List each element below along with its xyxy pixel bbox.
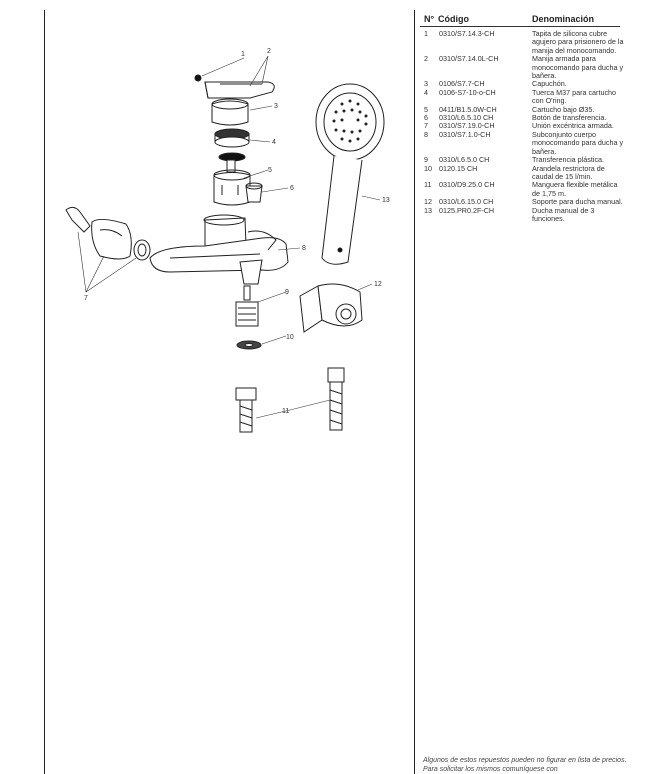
header-number: N° [424,14,435,24]
row-number: 11 [424,180,432,190]
leader-lines [77,55,381,419]
callout-10: 10 [286,334,294,341]
shower-spray-holes [332,99,368,143]
row-name: Tapita de silicona cubre agujero para pr… [532,29,624,55]
transfer-button-part [245,182,263,203]
callout-3: 3 [274,103,278,110]
row-number: 13 [424,205,432,215]
row-name: Manija armada para monocomando para duch… [532,54,624,81]
callout-7: 7 [84,295,88,302]
row-name: Soporte para ducha manual. [532,197,623,207]
row-name: Capuchón. [532,79,567,89]
handle-part [204,81,275,99]
row-number: 8 [424,129,428,139]
row-number: 12 [424,197,432,207]
row-code: 0310/L6.15.0 CH [439,197,494,207]
table-row: 10 0120.15 CH Arandela restrictora de caud… [420,163,625,182]
capuchon-part [211,98,249,126]
callout-9: 9 [285,289,289,296]
row-number: 2 [424,54,428,64]
parts-table: N° Código Denominación 1 0310/S7.14.3-CH T… [420,10,625,774]
row-code: 0125.PR0.2F-CH [439,205,495,215]
plastic-transfer-part [235,285,259,327]
row-name: Transferencia plástica. [532,155,605,165]
row-code: 0310/L6.5.10 CH [439,113,494,123]
row-code: 0310/D9.25.0 CH [439,180,495,190]
row-number: 9 [424,155,428,165]
shower-holder-part [299,283,363,333]
row-code: 0310/L6.5.0 CH [439,155,490,165]
callout-4: 4 [272,139,276,146]
row-number: 1 [424,29,428,38]
exploded-diagram-panel [44,10,415,774]
valve-body-part [149,214,289,285]
parts-list: 1 0310/S7.14.3-CH Tapita de silicona cubre… [420,29,625,224]
table-row: 13 0125.PR0.2F-CH Ducha manual de 3 funcio… [420,205,625,224]
cartridge-part [213,159,251,206]
table-row: 9 0310/L6.5.0 CH Transferencia plástica. [420,155,625,165]
row-code: 0310/S7.19.0-CH [439,121,495,131]
row-code: 0106-S7-10-o-CH [439,87,496,97]
row-number: 7 [424,121,428,131]
exploded-diagram: 1 2 3 4 5 6 7 8 9 10 11 12 13 [65,48,390,433]
row-name: Unión excéntrica armada. [532,121,614,131]
row-name: Botón de transferencia. [532,113,607,123]
callout-5: 5 [268,167,272,174]
flow-washer-part [236,340,262,350]
table-row: 11 0310/D9.25.0 CH Manguera flexible metál… [420,180,625,198]
row-number: 3 [424,79,428,89]
table-row: 5 0411/B1.5.0W-CH Cartucho bajo Ø35. [420,104,625,114]
silicone-cap-part [194,74,202,82]
row-number: 10 [424,163,432,173]
row-number: 4 [424,87,428,97]
callout-6: 6 [290,185,294,192]
row-name: Tuerca M37 para cartucho con O'ring. [532,87,617,106]
row-code: 0120.15 CH [439,163,478,173]
table-row: 8 0310/S7.1.0-CH Subconjunto cuerpo monoco… [420,129,625,156]
eccentric-union-part [65,206,151,261]
parts-table-header: N° Código Denominación [420,10,620,27]
row-code: 0310/S7.14.3-CH [439,29,495,38]
callout-2: 2 [267,48,271,55]
row-code: 0106/S7.7-CH [439,79,485,89]
table-row: 6 0310/L6.5.10 CH Botón de transferencia. [420,113,625,123]
header-name: Denominación [532,14,595,24]
callout-12: 12 [374,281,382,288]
row-code: 0310/S7.14.0L-CH [439,54,499,64]
header-code: Código [438,14,469,24]
callout-13: 13 [382,197,390,204]
flexible-hose-part [235,367,345,433]
table-row: 2 0310/S7.14.0L-CH Manija armada para mono… [420,54,625,81]
table-row: 3 0106/S7.7-CH Capuchón. [420,79,625,89]
row-code: 0310/S7.1.0-CH [439,129,491,139]
callout-11: 11 [282,408,289,415]
table-row: 4 0106-S7-10-o-CH Tuerca M37 para cartucho… [420,87,625,106]
table-row: 7 0310/S7.19.0-CH Unión excéntrica armada. [420,121,625,131]
row-name: Cartucho bajo Ø35. [532,104,595,114]
row-number: 6 [424,113,428,123]
hand-shower-part [315,83,385,265]
row-name: Subconjunto cuerpo monocomando para duch… [532,129,624,156]
footnote: Algunos de estos repuestos pueden no fig… [423,757,627,773]
row-name: Manguera flexible metálica de 1,75 m. [532,180,618,198]
row-name: Arandela restrictora de caudal de 15 l/m… [532,163,605,181]
table-row: 12 0310/L6.15.0 CH Soporte para ducha manu… [420,197,625,207]
row-code: 0411/B1.5.0W-CH [439,104,497,114]
callout-1: 1 [241,51,245,58]
row-name: Ducha manual de 3 funciones. [532,205,595,223]
table-row: 1 0310/S7.14.3-CH Tapita de silicona cubre… [420,29,625,55]
row-number: 5 [424,104,428,114]
nut-part [214,128,250,162]
callout-8: 8 [302,245,306,252]
